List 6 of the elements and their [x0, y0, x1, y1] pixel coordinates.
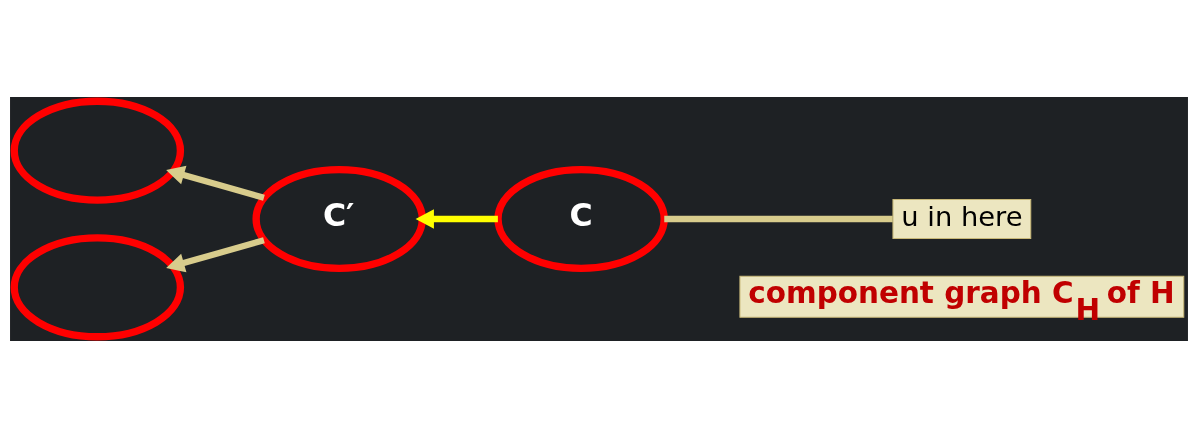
connector: [664, 215, 893, 223]
node-ellipse: C: [494, 165, 668, 273]
arrow: [166, 165, 265, 201]
node-box: u in here: [892, 199, 1032, 239]
arrow: [166, 237, 265, 273]
node-ellipse: C′: [252, 165, 426, 273]
